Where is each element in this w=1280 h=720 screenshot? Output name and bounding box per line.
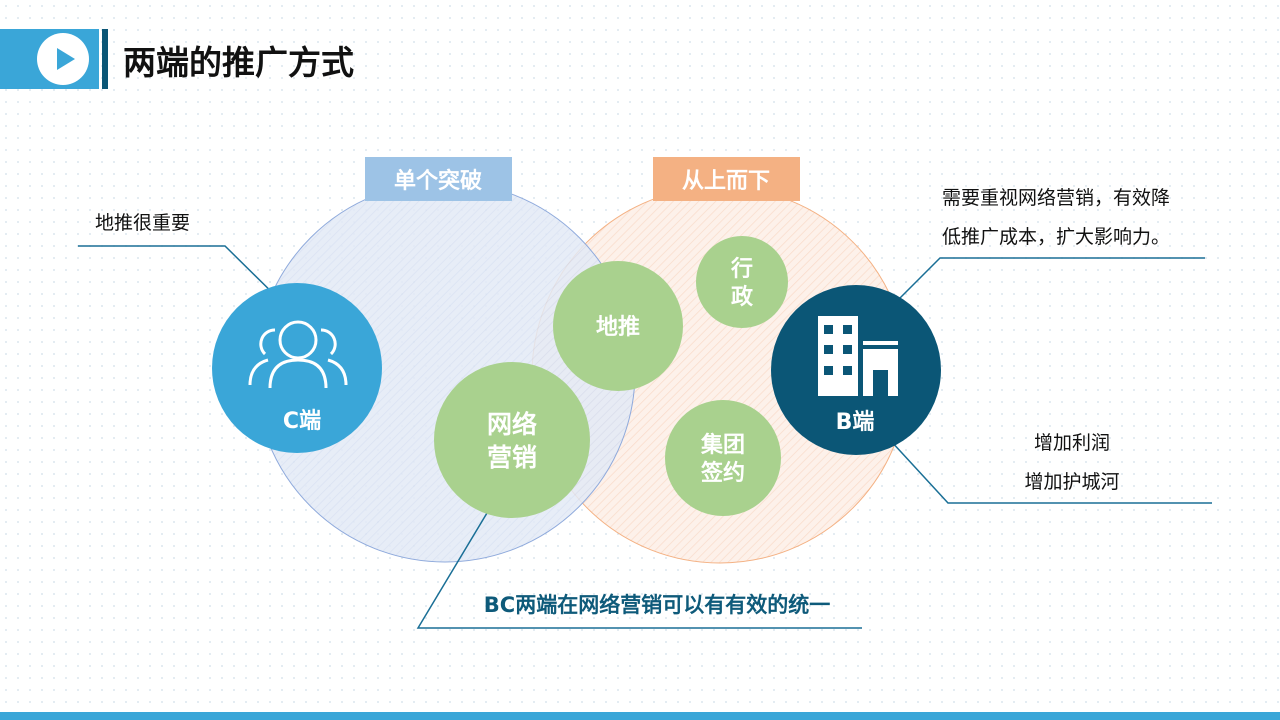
users-icon [248,320,348,389]
note-bottom: BC两端在网络营销可以有有效的统一 [484,593,830,617]
note-br-line-2: 增加护城河 [1024,471,1119,493]
c-end-circle [212,283,382,453]
leader-line-bottom-right [889,439,1212,504]
header-divider [102,29,108,89]
note-right-line-1: 需要重视网络营销，有效降 [942,187,1170,209]
b-end-label: B端 [836,410,875,435]
wangluo-label-1: 网络 [487,410,537,439]
right-tag-label: 从上而下 [682,169,770,194]
xingzheng-label-2: 政 [731,284,754,310]
ditui-circle [553,261,683,391]
xingzheng-label-1: 行 [730,256,753,282]
note-left: 地推很重要 [95,212,190,234]
jituan-circle [665,400,781,516]
xingzheng-circle [696,236,788,328]
wangluo-circle [434,362,590,518]
play-icon [37,33,89,85]
leader-line-bottom [416,477,862,629]
ditui-label: 地推 [596,315,640,340]
note-br-line-1: 增加利润 [1034,432,1110,454]
building-icon [818,316,898,396]
footer-bar [0,712,1280,720]
wangluo-label-2: 营销 [487,443,537,472]
left-tag-label: 单个突破 [394,168,482,194]
page-title: 两端的推广方式 [123,43,354,82]
note-right-line-2: 低推广成本，扩大影响力。 [942,226,1170,248]
leader-line-top-right [899,257,1205,299]
c-end-label: C端 [283,409,321,434]
right-tag [653,157,800,201]
jituan-label-2: 签约 [700,460,745,486]
left-tag [365,157,512,201]
jituan-label-1: 集团 [700,432,745,458]
